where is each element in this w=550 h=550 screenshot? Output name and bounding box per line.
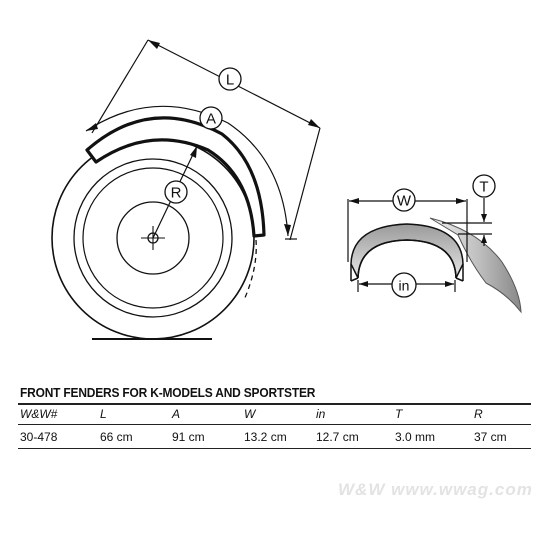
column-header-T: T [393, 403, 472, 425]
cell-T: 3.0 mm [393, 424, 472, 449]
cell-W: 13.2 cm [242, 424, 314, 449]
tire-dashed-arc [243, 239, 257, 301]
column-header-A: A [170, 403, 242, 425]
label-in-circle [391, 272, 417, 298]
fender-dimension-diagram: L A R W [51, 39, 522, 340]
spec-table: W&W# L A W in T R 30-478 66 cm 91 cm 13.… [18, 403, 531, 449]
dimension-T [442, 198, 492, 246]
label-A-circle [199, 106, 223, 130]
label-T: T [479, 179, 488, 196]
cell-L: 66 cm [98, 424, 170, 449]
cell-A: 91 cm [170, 424, 242, 449]
watermark: W&W www.wwag.com [338, 480, 533, 499]
label-in: in [399, 278, 410, 294]
column-header-W: W [242, 403, 314, 425]
label-W-circle [392, 188, 416, 212]
label-L: L [226, 72, 234, 89]
label-R: R [171, 185, 182, 202]
spec-table-title: FRONT FENDERS FOR K-MODELS AND SPORTSTER [20, 385, 316, 400]
table-row: 30-478 66 cm 91 cm 13.2 cm 12.7 cm 3.0 m… [18, 424, 531, 449]
column-header-R: R [472, 403, 531, 425]
column-header-in: in [314, 403, 393, 425]
label-R-circle [164, 180, 188, 204]
cell-part-number: 30-478 [18, 424, 98, 449]
dimension-A-arc [85, 105, 289, 237]
fender-side-shading [429, 217, 522, 314]
label-A: A [206, 111, 216, 128]
label-L-circle [218, 67, 242, 91]
spec-table-header-row: W&W# L A W in T R [18, 403, 531, 425]
column-header-L: L [98, 403, 170, 425]
hub-circle [116, 201, 190, 275]
rim-inner-circle [82, 167, 224, 309]
rim-outer-circle [73, 158, 233, 318]
fender-cross-section [350, 217, 522, 314]
label-T-circle [472, 174, 496, 198]
column-header-part-number: W&W# [18, 403, 98, 425]
label-W: W [397, 193, 412, 210]
cell-in: 12.7 cm [314, 424, 393, 449]
fender-cross-section-shape [350, 223, 464, 279]
fender-profile [85, 116, 266, 238]
cell-R: 37 cm [472, 424, 531, 449]
